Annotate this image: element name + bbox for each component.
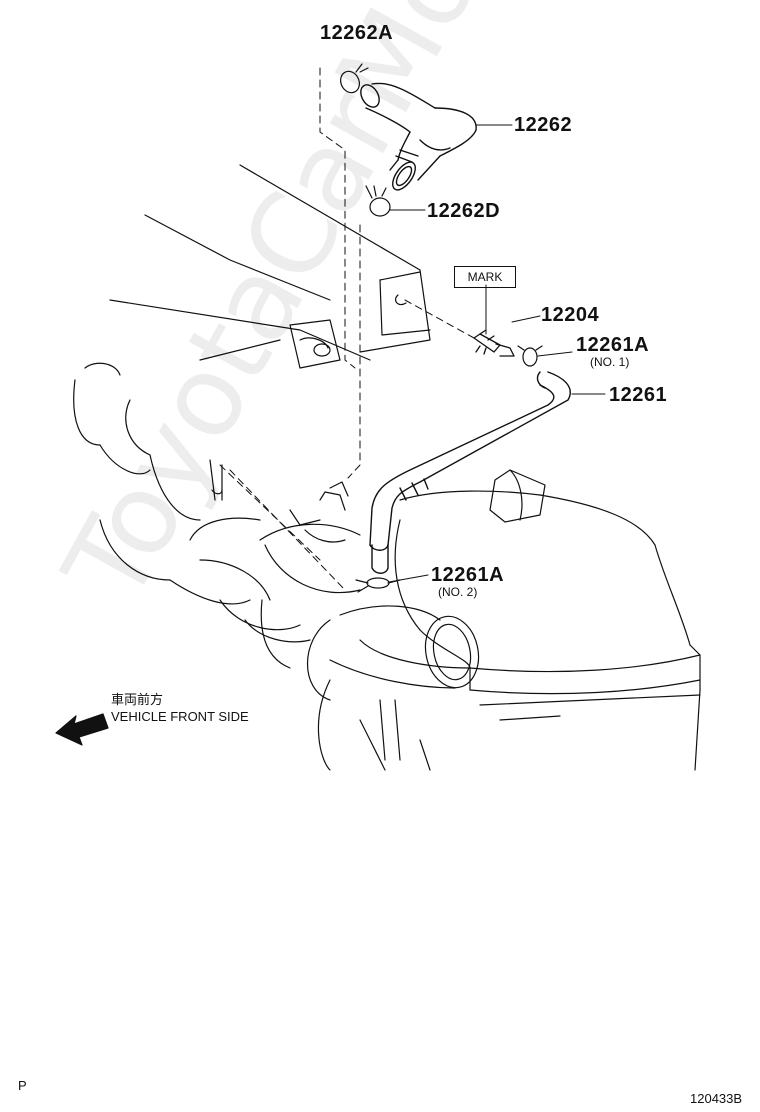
pcv-valve-12204: [473, 329, 515, 357]
figure-code: 120433B: [690, 1091, 743, 1106]
front-direction-arrow: [55, 713, 109, 746]
label-12262d[interactable]: 12262D: [427, 200, 501, 222]
hose-clamp-12261a-no1: [517, 345, 543, 367]
ventilation-hose-12261: [369, 371, 571, 574]
hose-clamp-12262a: [340, 63, 369, 94]
label-12261[interactable]: 12261: [609, 384, 668, 406]
label-12262[interactable]: 12262: [514, 114, 573, 136]
label-12204[interactable]: 12204: [541, 304, 600, 326]
air-cleaner-case: [317, 469, 701, 771]
hose-clamp-12261a-no2: [355, 577, 401, 593]
ventilation-hose-12262: [360, 82, 477, 191]
intake-manifold: [259, 481, 361, 669]
mark-box: MARK: [454, 266, 516, 288]
engine-block: [73, 362, 311, 643]
front-side-japanese: 車両前方: [111, 692, 164, 707]
leader-lines: [388, 124, 606, 583]
label-12262a[interactable]: 12262A: [320, 22, 394, 44]
installation-guide-lines: [219, 67, 475, 591]
engine-cylinder-head-cover: [109, 164, 431, 369]
label-12261a-no2-sub: (NO. 2): [438, 585, 478, 599]
corner-marker: P: [18, 1078, 27, 1093]
hose-clamp-12262d: [365, 185, 391, 217]
air-inlet-duct: [307, 605, 480, 701]
label-12261a-no1-sub: (NO. 1): [590, 355, 630, 369]
label-12261a-no2[interactable]: 12261A: [431, 564, 505, 586]
front-side-english: VEHICLE FRONT SIDE: [111, 709, 249, 724]
label-12261a-no1[interactable]: 12261A: [576, 334, 650, 356]
